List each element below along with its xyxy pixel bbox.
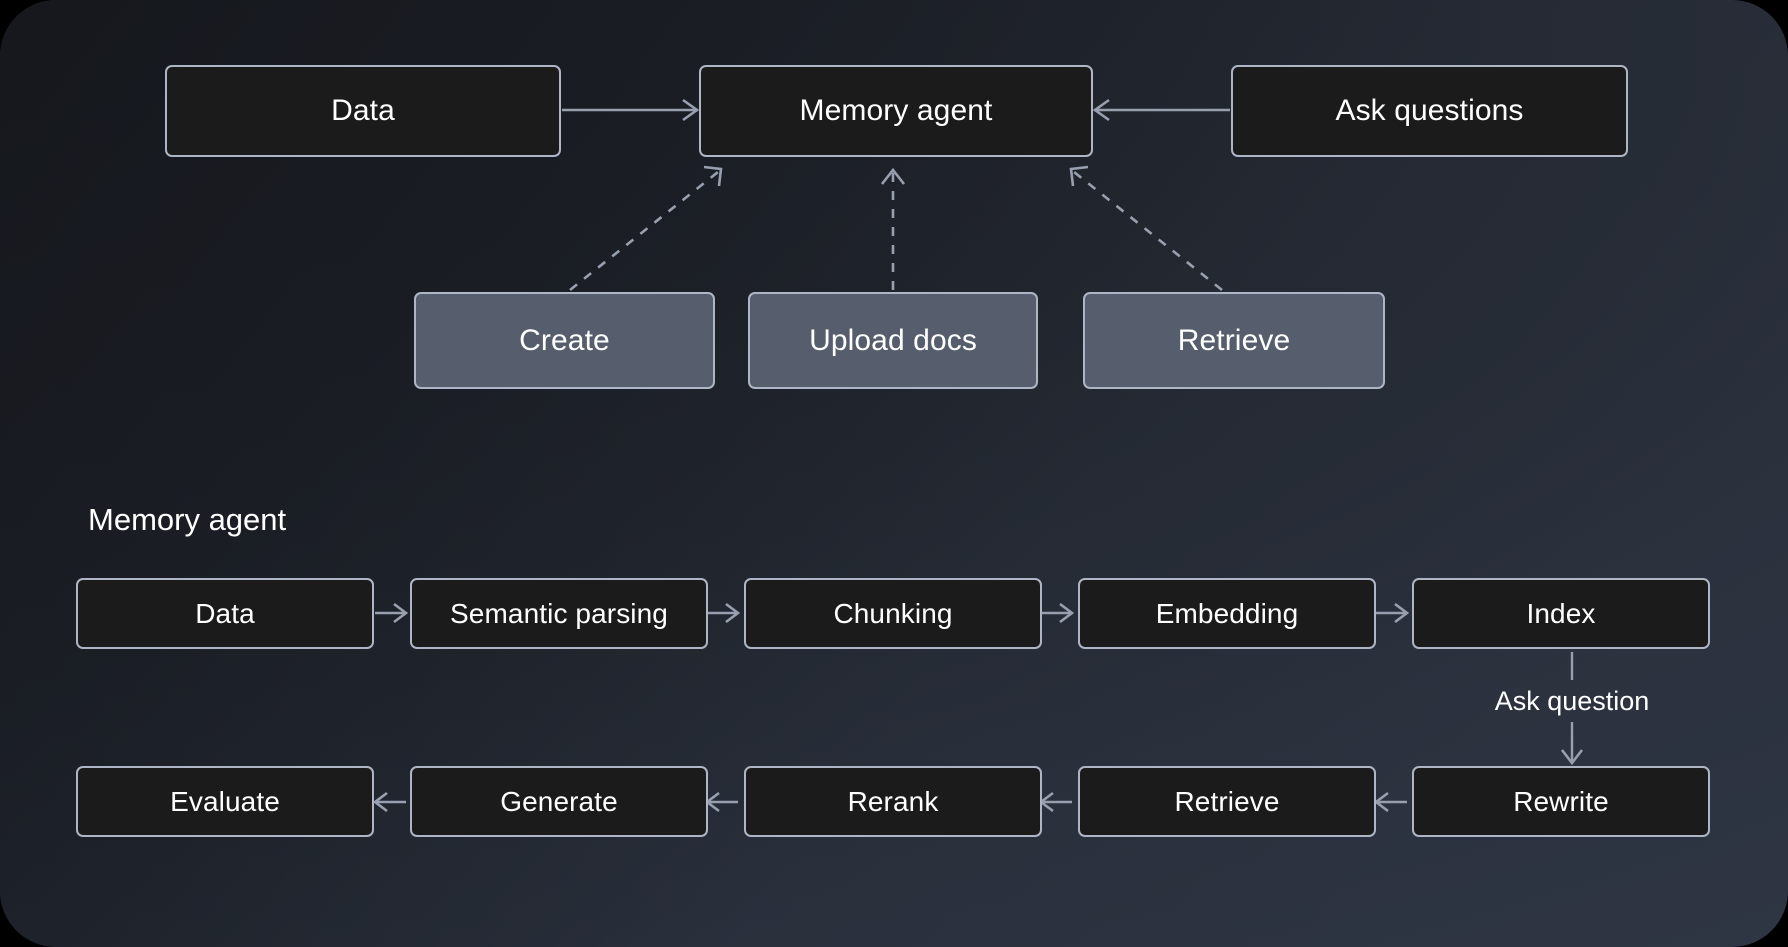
node-label: Upload docs — [809, 323, 977, 357]
node-p-generate[interactable]: Generate — [410, 766, 708, 837]
node-p-retrieve[interactable]: Retrieve — [1078, 766, 1376, 837]
connector-p-chunking-to-p-embedding — [1041, 602, 1075, 624]
node-label: Ask questions — [1335, 94, 1524, 127]
node-label: Create — [519, 323, 610, 357]
node-upload-docs[interactable]: Upload docs — [748, 292, 1038, 389]
node-p-chunking[interactable]: Chunking — [744, 578, 1042, 649]
connector-upload-docs-to-memory-agent — [880, 167, 906, 290]
node-p-embedding[interactable]: Embedding — [1078, 578, 1376, 649]
node-label: Generate — [500, 785, 618, 817]
connector-p-embedding-to-p-index — [1376, 602, 1410, 624]
connector-ask-question-to-p-rewrite — [1560, 722, 1584, 766]
pipeline-section-title: Memory agent — [88, 502, 287, 537]
connector-p-data-to-p-semantic-parsing — [375, 602, 409, 624]
node-retrieve[interactable]: Retrieve — [1083, 292, 1385, 389]
node-label: Embedding — [1155, 597, 1299, 629]
connector-p-generate-to-p-evaluate — [372, 791, 406, 813]
node-label: Index — [1526, 597, 1596, 629]
connector-retrieve-to-memory-agent — [1069, 165, 1223, 292]
node-label: Retrieve — [1177, 323, 1291, 357]
node-label: Rerank — [847, 785, 939, 817]
node-ask-questions[interactable]: Ask questions — [1231, 65, 1628, 157]
connector-p-semantic-parsing-to-p-chunking — [707, 602, 741, 624]
node-label: Memory agent — [799, 94, 993, 127]
node-p-rewrite[interactable]: Rewrite — [1412, 766, 1710, 837]
node-label: Data — [331, 94, 395, 127]
node-p-semantic-parsing[interactable]: Semantic parsing — [410, 578, 708, 649]
node-label: Data — [195, 597, 255, 629]
connector-ask-questions-to-memory-agent — [1092, 98, 1230, 122]
node-p-rerank[interactable]: Rerank — [744, 766, 1042, 837]
node-label: Chunking — [833, 597, 953, 629]
ask-question-label: Ask question — [1494, 686, 1650, 716]
node-p-evaluate[interactable]: Evaluate — [76, 766, 374, 837]
node-p-data[interactable]: Data — [76, 578, 374, 649]
node-label: Retrieve — [1174, 785, 1280, 817]
node-label: Rewrite — [1513, 785, 1609, 817]
node-data[interactable]: Data — [165, 65, 561, 157]
connector-data-to-memory-agent — [562, 98, 700, 122]
node-p-index[interactable]: Index — [1412, 578, 1710, 649]
node-memory-agent[interactable]: Memory agent — [699, 65, 1093, 157]
node-label: Semantic parsing — [450, 597, 668, 629]
connector-p-rewrite-to-p-retrieve — [1373, 791, 1407, 813]
node-label: Evaluate — [170, 785, 280, 817]
connector-create-to-memory-agent — [569, 165, 723, 292]
node-create[interactable]: Create — [414, 292, 715, 389]
